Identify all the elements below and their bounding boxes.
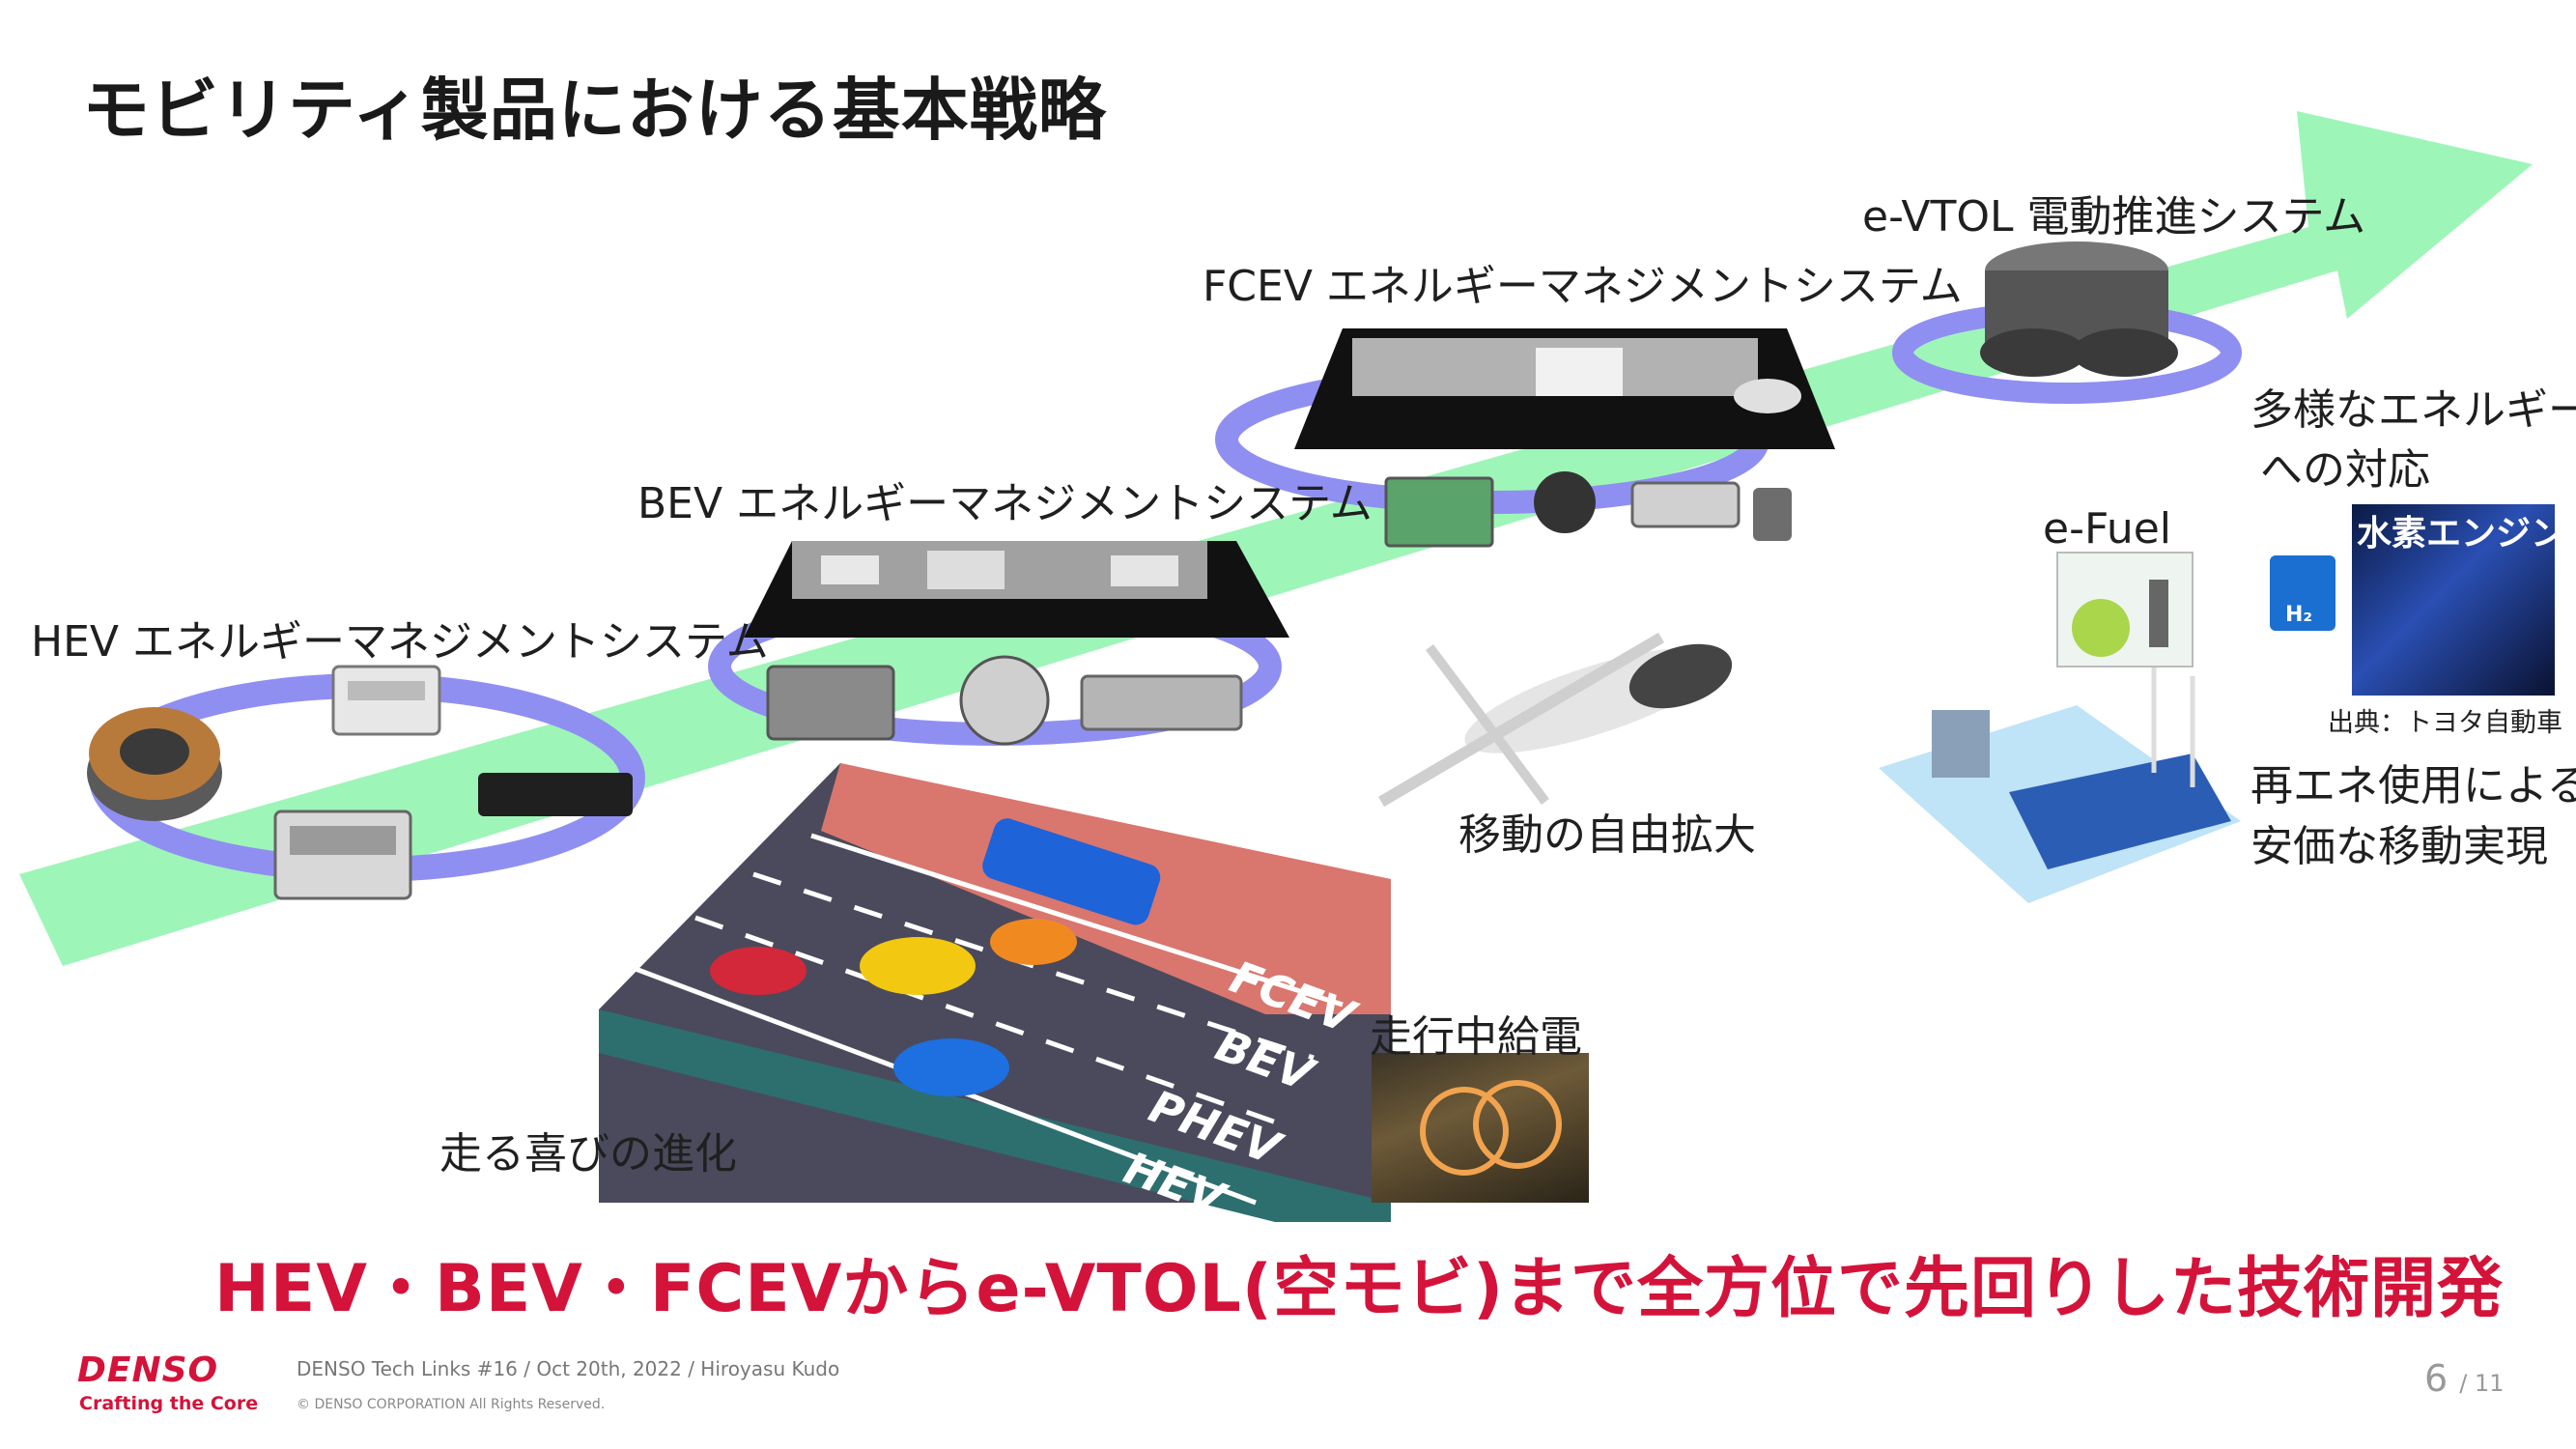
evtol-aircraft-icon [1377, 632, 1733, 808]
bev-label: BEV エネルギーマネジメントシステム [637, 479, 1373, 528]
energy-label-line1: 多様なエネルギー [2250, 385, 2576, 435]
fcev-board-icon [1384, 476, 1494, 548]
source-label: 出典：トヨタ自動車 [2328, 708, 2562, 738]
hev-ecu-icon [478, 773, 633, 816]
footer-event: DENSO Tech Links #16 / Oct 20th, 2022 / … [297, 1357, 840, 1380]
wireless-charging-photo [1372, 1053, 1589, 1203]
hev-pcu-icon [273, 810, 412, 900]
page-current: 6 [2424, 1357, 2449, 1400]
hydrogen-engine-photo [2352, 504, 2555, 696]
page-number: 6 / 11 [2424, 1357, 2505, 1400]
denso-logo: DENSO [77, 1350, 219, 1390]
wireless-charging-label: 走行中給電 [1370, 1012, 1582, 1062]
hev-stator-icon [87, 707, 222, 821]
charging-coil-icon [1473, 1080, 1562, 1169]
bev-inverter-icon [766, 665, 895, 741]
hydrogen-pump-icon: H₂ [2270, 555, 2335, 631]
renewable-label-line1: 再エネ使用による [2250, 761, 2576, 810]
evtol-motor-icon [1980, 242, 2178, 377]
bev-ecu-icon [1080, 674, 1243, 731]
hydrogen-engine-label: 水素エンジン [2357, 514, 2566, 554]
fcev-module-icon [1630, 481, 1741, 528]
fcev-chassis-icon [1294, 328, 1835, 449]
hev-label: HEV エネルギーマネジメントシステム [31, 617, 769, 667]
evtol-label: e-VTOL 電動推進システム [1862, 192, 2366, 242]
renewable-plant-icon [1879, 667, 2241, 903]
road-illustration [599, 763, 1391, 1222]
headline: HEV・BEV・FCEVからe-VTOL(空モビ)まで全方位で先回りした技術開発 [214, 1251, 2505, 1327]
fcev-sensor-icon [1753, 488, 1792, 541]
h2-icon-text: H₂ [2285, 603, 2313, 627]
footer-copyright: © DENSO CORPORATION All Rights Reserved. [297, 1397, 606, 1412]
denso-tagline: Crafting the Core [79, 1393, 259, 1414]
bev-chassis-icon [744, 541, 1289, 638]
driving-joy-label: 走る喜びの進化 [439, 1129, 737, 1179]
renewable-label-line2: 安価な移動実現 [2250, 822, 2548, 871]
hev-inverter-icon [331, 665, 441, 736]
page-total: / 11 [2459, 1370, 2505, 1397]
energy-label-line2: への対応 [2260, 445, 2430, 495]
fcev-label: FCEV エネルギーマネジメントシステム [1203, 262, 1963, 311]
fcev-pump-icon [1534, 471, 1596, 533]
mobility-freedom-label: 移動の自由拡大 [1458, 810, 1756, 860]
page-title: モビリティ製品における基本戦略 [82, 71, 1107, 150]
efuel-icon [2056, 552, 2194, 668]
efuel-label: e-Fuel [2043, 504, 2172, 554]
progress-arrow [19, 111, 2533, 966]
bev-motor-icon [959, 655, 1050, 746]
